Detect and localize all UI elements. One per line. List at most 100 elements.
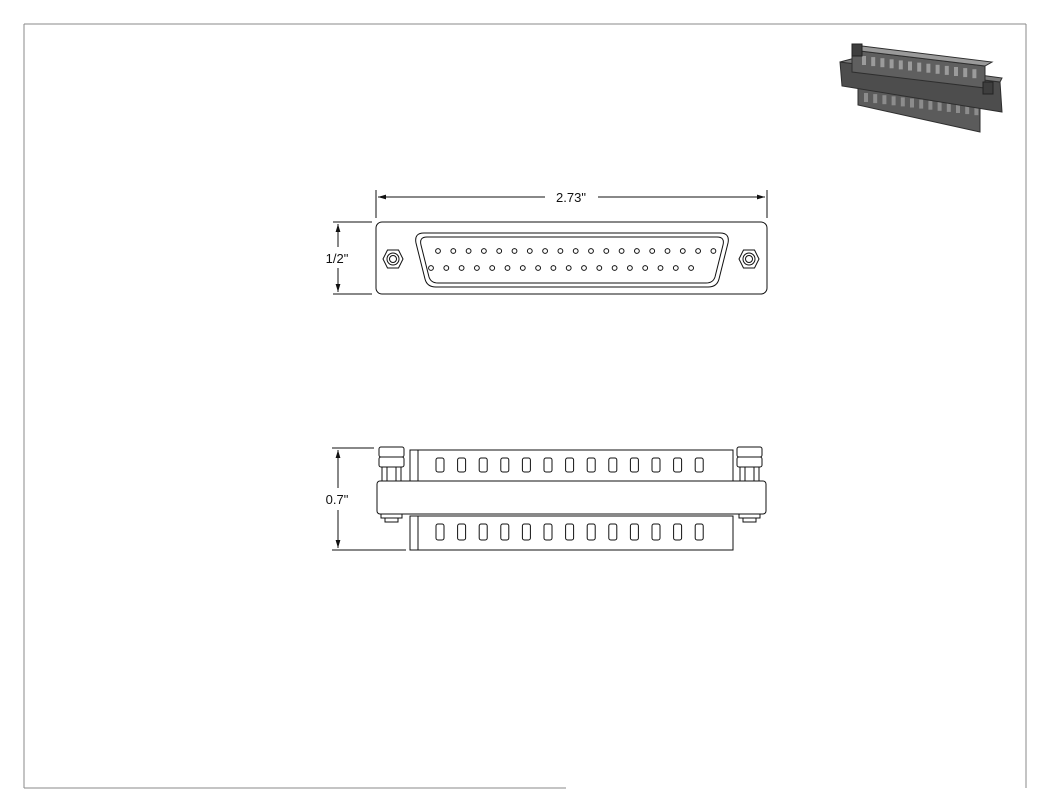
pin-bottom (565, 265, 572, 271)
pin-top (572, 248, 579, 254)
left-jackscrew-icon (378, 446, 405, 523)
pin-top (618, 248, 625, 254)
contact-slot-lower (673, 523, 683, 541)
left-mounting-hex-icon (382, 249, 404, 269)
contact-slot-upper (457, 457, 467, 473)
pin-row-bottom (428, 265, 694, 271)
contact-slot-lower (500, 523, 510, 541)
iso-slot-upper (889, 59, 894, 69)
iso-slot-lower (900, 97, 905, 107)
lower-insulator (409, 515, 734, 551)
pin-bottom (611, 265, 618, 271)
pin-top (465, 248, 472, 254)
iso-slot-lower (919, 99, 924, 109)
pin-bottom (688, 265, 694, 271)
side-flange (376, 480, 767, 515)
contact-slot-lower (565, 523, 575, 541)
iso-slot-upper (917, 62, 922, 72)
iso-slot-lower (937, 101, 942, 111)
iso-slot-upper (944, 65, 949, 75)
pin-top (435, 248, 441, 254)
iso-slot-upper (871, 57, 876, 67)
pin-top (526, 248, 533, 254)
iso-slot-lower (882, 95, 887, 105)
contact-slot-upper (521, 457, 531, 473)
pin-top (695, 248, 701, 254)
pin-bottom (657, 265, 664, 271)
iso-slot-lower (946, 102, 951, 112)
iso-slot-lower (891, 96, 896, 106)
contact-slot-upper (608, 457, 618, 473)
front-view (375, 221, 768, 295)
iso-slot-upper (908, 61, 912, 71)
pin-bottom (642, 265, 649, 271)
iso-slot-lower (974, 106, 979, 116)
contact-slot-lower (651, 523, 661, 541)
iso-slot-lower (864, 93, 868, 102)
iso-slot-lower (873, 94, 878, 104)
contact-slot-upper (500, 457, 510, 473)
contact-slot-lower (478, 523, 488, 541)
pin-bottom (458, 265, 465, 271)
pin-row-top (435, 248, 717, 254)
pin-bottom (474, 265, 480, 271)
pin-top (450, 248, 457, 254)
pin-top (679, 248, 686, 254)
slot-row-upper (435, 457, 704, 473)
contact-slot-lower (543, 523, 553, 541)
contact-slot-upper (586, 457, 596, 473)
pin-top (603, 248, 610, 254)
contact-slot-lower (586, 523, 596, 541)
contact-slot-lower (457, 523, 467, 541)
pin-bottom (443, 265, 450, 271)
iso-slot-lower (910, 98, 914, 108)
iso-slot-lower (956, 104, 960, 113)
pin-bottom (504, 265, 511, 271)
contact-slot-lower (435, 523, 445, 541)
contact-slot-upper (435, 457, 445, 473)
right-jackscrew-icon (736, 446, 763, 523)
iso-slot-lower (965, 105, 970, 115)
pin-bottom (535, 265, 541, 271)
isometric-connector-thumbnail (839, 43, 1003, 133)
pin-top (634, 248, 640, 254)
right-mounting-hex-icon (738, 249, 760, 269)
iso-slot-upper (898, 60, 903, 70)
pin-top (557, 248, 564, 254)
contact-slot-upper (478, 457, 488, 473)
pin-top (481, 248, 487, 254)
width-dimension (375, 190, 768, 218)
contact-slot-lower (521, 523, 531, 541)
pin-top (542, 248, 548, 254)
iso-slot-lower (928, 100, 933, 110)
pin-bottom (581, 265, 587, 271)
pin-top (664, 248, 671, 254)
slot-row-lower (435, 523, 704, 541)
pin-top (588, 248, 594, 254)
pin-top (496, 248, 503, 254)
height-top-label: 1/2" (326, 251, 349, 266)
contact-slot-upper (651, 457, 661, 473)
contact-slot-lower (694, 523, 704, 541)
pin-bottom (489, 265, 496, 271)
contact-slot-upper (565, 457, 575, 473)
d-shell-inner (420, 236, 724, 284)
contact-slot-upper (543, 457, 553, 473)
iso-slot-upper (880, 58, 885, 68)
upper-insulator (409, 449, 734, 482)
d-shell-outer (415, 232, 729, 288)
iso-slot-upper (862, 56, 866, 65)
height-side-label: 0.7" (326, 492, 349, 507)
pin-bottom (428, 265, 434, 271)
iso-slot-upper (926, 63, 931, 73)
iso-slot-upper (972, 69, 977, 79)
contact-slot-upper (629, 457, 639, 473)
pin-bottom (672, 265, 679, 271)
pin-bottom (550, 265, 557, 271)
pin-top (511, 248, 518, 254)
height-dimension-side (332, 447, 406, 551)
iso-slot-upper (954, 67, 958, 76)
side-view (376, 446, 767, 551)
pin-bottom (519, 265, 526, 271)
